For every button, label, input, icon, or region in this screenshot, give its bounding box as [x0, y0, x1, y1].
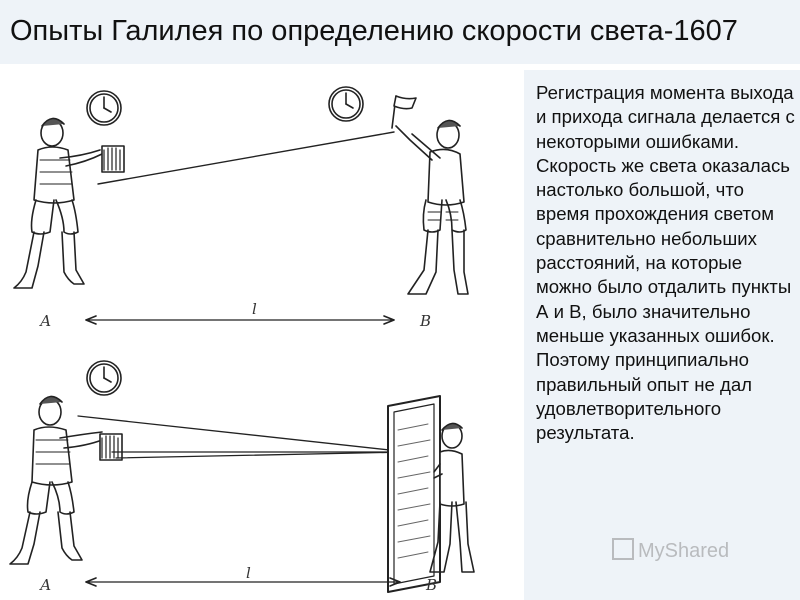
person-b-figure	[395, 119, 469, 295]
point-a-label: А	[39, 312, 51, 330]
clock-icon	[328, 86, 364, 122]
point-b-label: В	[425, 576, 437, 594]
description-panel: Регистрация момента выхода и прихода сиг…	[524, 70, 800, 600]
distance-arrow	[85, 315, 395, 325]
distance-label: l	[246, 564, 251, 582]
person-b-figure	[429, 422, 475, 573]
signal-line	[97, 131, 395, 185]
lantern-icon	[101, 145, 125, 173]
point-b-label: В	[419, 312, 431, 330]
point-a-label: А	[39, 576, 51, 594]
signal-line	[77, 415, 409, 453]
watermark-text: MyShared	[638, 540, 730, 562]
watermark-logo-icon	[612, 538, 634, 560]
lantern-icon	[99, 433, 123, 461]
clock-icon	[86, 90, 122, 126]
mirror-icon	[387, 395, 441, 593]
watermark: MyShared	[612, 538, 729, 563]
signal-line	[115, 451, 409, 459]
slide-title: Опыты Галилея по определению скорости св…	[10, 15, 738, 47]
person-a-figure	[9, 395, 103, 565]
distance-label: l	[252, 300, 257, 318]
title-bar: Опыты Галилея по определению скорости св…	[0, 0, 800, 64]
flag-icon	[391, 95, 417, 129]
distance-arrow	[85, 577, 401, 587]
description-text: Регистрация момента выхода и прихода сиг…	[536, 82, 795, 444]
clock-icon	[86, 360, 122, 396]
galileo-experiment-illustration: А В l А В l	[9, 86, 475, 594]
person-a-figure	[13, 117, 103, 289]
